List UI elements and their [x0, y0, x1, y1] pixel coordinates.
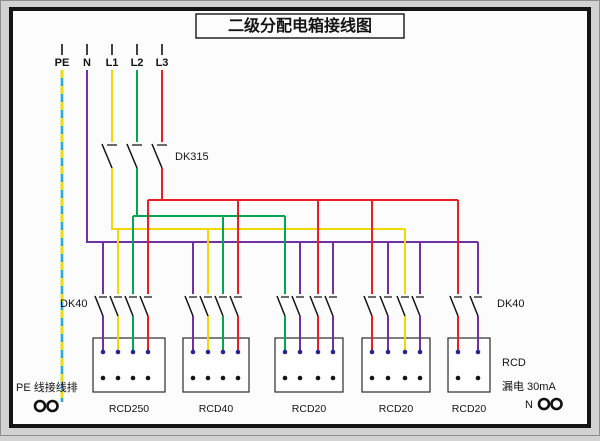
terminal-dot: [115, 375, 121, 381]
l2-wire: [132, 70, 286, 352]
terminal-dot: [205, 375, 211, 381]
rcd-box-4: [361, 337, 431, 393]
terminal-dot: [315, 375, 321, 381]
n-terminal-lug: [537, 397, 551, 411]
rcd-unit-label-4: RCD20: [379, 403, 414, 415]
main-breaker-label: DK315: [175, 151, 209, 163]
terminal-dot: [190, 375, 196, 381]
terminal-dot: [402, 375, 408, 381]
rcd-box-3: [274, 337, 344, 393]
pe-terminal-lug: [33, 399, 47, 413]
terminal-dot: [475, 375, 481, 381]
l3-wire: [147, 70, 459, 352]
incoming-label-l3: L3: [156, 57, 169, 69]
neutral-wire: [86, 70, 479, 352]
pe-terminal-lug: [46, 399, 59, 413]
main-breaker-blades: [101, 143, 163, 169]
title-box: [195, 13, 405, 39]
terminal-dot: [417, 375, 423, 381]
terminal-dot: [235, 349, 241, 355]
incoming-label-l1: L1: [106, 57, 119, 69]
terminal-dot: [369, 349, 375, 355]
note-leakage: 漏电 30mA: [502, 380, 556, 393]
n-terminal-lug: [550, 397, 563, 411]
terminal-dot: [145, 349, 151, 355]
terminal-dot: [282, 375, 288, 381]
n-terminal-icon: [537, 397, 563, 411]
terminal-dot: [235, 375, 241, 381]
pe-terminal-label: PE 线接线排: [16, 380, 78, 394]
terminal-dot: [455, 375, 461, 381]
rcd-unit-label-3: RCD20: [292, 403, 327, 415]
terminal-dot: [220, 375, 226, 381]
terminal-dot: [297, 349, 303, 355]
rcd-unit-label-1: RCD250: [109, 403, 149, 415]
terminal-dot: [115, 349, 121, 355]
terminal-dot: [130, 375, 136, 381]
terminal-dot: [330, 349, 336, 355]
right-branch-breaker-label: DK40: [497, 298, 525, 310]
terminal-dot: [130, 349, 136, 355]
diagram-title: 二级分配电箱接线图: [228, 16, 372, 35]
terminal-dot: [145, 375, 151, 381]
rcd-box-1: [92, 337, 166, 393]
terminal-dot: [385, 375, 391, 381]
terminal-dot: [475, 349, 481, 355]
l1-wire: [111, 70, 406, 352]
incoming-label-pe: PE: [55, 57, 70, 69]
terminal-dot: [297, 375, 303, 381]
terminal-dot: [190, 349, 196, 355]
terminal-dot: [402, 349, 408, 355]
terminal-dot: [455, 349, 461, 355]
note-neutral: N: [525, 399, 533, 411]
terminal-dot: [417, 349, 423, 355]
rcd-box-5: [447, 337, 491, 393]
left-branch-breaker-label: DK40: [60, 298, 88, 310]
terminal-dots: [100, 349, 481, 381]
terminal-dot: [315, 349, 321, 355]
terminal-dot: [100, 349, 106, 355]
terminal-dot: [330, 375, 336, 381]
rcd-unit-label-2: RCD40: [199, 403, 234, 415]
branch-breaker-blades: [94, 295, 479, 317]
terminal-dot: [220, 349, 226, 355]
terminal-dot: [369, 375, 375, 381]
terminal-dot: [282, 349, 288, 355]
incoming-label-l2: L2: [131, 57, 144, 69]
terminal-dot: [100, 375, 106, 381]
incoming-label-n: N: [83, 57, 91, 69]
incoming-stub-ticks: [61, 44, 163, 55]
note-rcd: RCD: [502, 357, 526, 369]
pe-terminal-icon: [33, 399, 59, 413]
terminal-dot: [205, 349, 211, 355]
terminal-dot: [385, 349, 391, 355]
rcd-unit-label-5: RCD20: [452, 403, 487, 415]
